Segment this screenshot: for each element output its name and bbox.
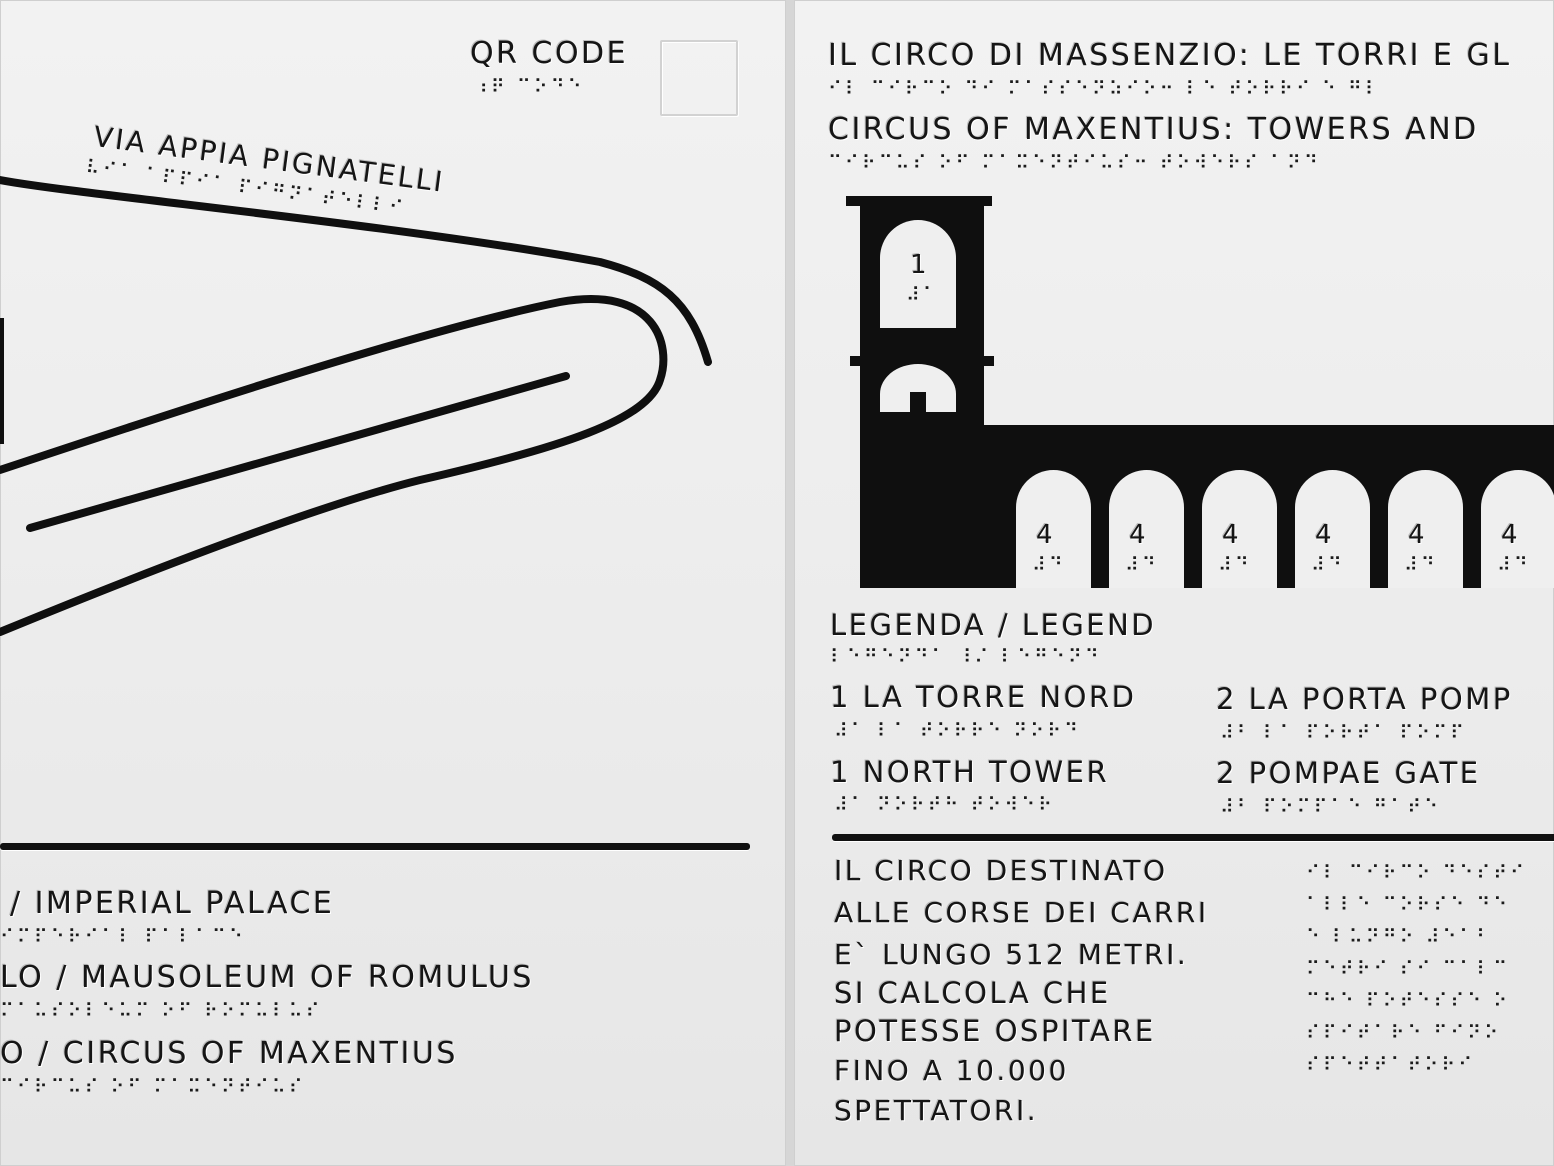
arch-number-braille: ⠼⠙ (1218, 554, 1252, 576)
legend-en-1-braille: ⠼⠁ ⠝⠕⠗⠞⠓ ⠞⠕⠺⠑⠗ (834, 794, 1056, 816)
description-braille-line-4: ⠍⠑⠞⠗⠊ ⠎⠊ ⠉⠁⠇⠉ (1306, 958, 1511, 980)
right-divider (832, 834, 1554, 841)
circus-map-diagram (0, 176, 712, 636)
legend-item-circus-braille: ⠉⠊⠗⠉⠥⠎ ⠕⠋ ⠍⠁⠭⠑⠝⠞⠊⠥⠎ (0, 1076, 306, 1098)
arch-number-braille: ⠼⠙ (1497, 554, 1531, 576)
arch-opening (1016, 470, 1091, 588)
description-line-7: SPETTATORI. (834, 1094, 1039, 1127)
qr-code-braille: ⠰⠟ ⠉⠕⠙⠑ (474, 76, 585, 98)
legend-en-2-braille: ⠼⠃ ⠏⠕⠍⠏⠁⠑ ⠛⠁⠞⠑ (1220, 796, 1442, 818)
arch-number-braille: ⠼⠙ (1311, 554, 1345, 576)
arch-number-braille: ⠼⠙ (1032, 554, 1066, 576)
tower-ledge (886, 412, 958, 416)
tower-number-braille: ⠼⠁ (906, 284, 940, 306)
legend-item-mausoleum-braille: ⠍⠁⠥⠎⠕⠇⠑⠥⠍ ⠕⠋ ⠗⠕⠍⠥⠇⠥⠎ (0, 1000, 323, 1022)
arch-number-label: 4 (1315, 520, 1332, 550)
legend-it-2-braille: ⠼⠃ ⠇⠁ ⠏⠕⠗⠞⠁ ⠏⠕⠍⠏ (1220, 722, 1468, 744)
tower-door-niche (880, 364, 956, 412)
map-edge-structure (0, 318, 4, 444)
legend-item-imperial-palace-braille: ⠊⠍⠏⠑⠗⠊⠁⠇ ⠏⠁⠇⠁⠉⠑ (0, 926, 246, 948)
map-panel: QR CODE ⠰⠟ ⠉⠕⠙⠑ VIA APPIA PIGNATELLI ⠧⠊⠁… (0, 0, 786, 1166)
spina-line (26, 372, 570, 532)
description-braille-line-5: ⠉⠓⠑ ⠏⠕⠞⠑⠎⠎⠑ ⠕ (1306, 990, 1511, 1012)
tower-window (880, 220, 956, 328)
legend-it-1-braille: ⠼⠁ ⠇⠁ ⠞⠕⠗⠗⠑ ⠝⠕⠗⠙ (834, 720, 1082, 742)
arch-opening (1295, 470, 1370, 588)
legend-en-2: 2 POMPAE GATE (1216, 756, 1481, 790)
title-english-braille: ⠉⠊⠗⠉⠥⠎ ⠕⠋ ⠍⠁⠭⠑⠝⠞⠊⠥⠎⠒ ⠞⠕⠺⠑⠗⠎ ⠁⠝⠙ (828, 152, 1321, 174)
arch-opening (1481, 470, 1554, 588)
legend-item-circus: O / CIRCUS OF MAXENTIUS (0, 1036, 458, 1071)
description-line-5: POTESSE OSPITARE (834, 1014, 1156, 1048)
arcade-arches (1016, 470, 1554, 588)
arch-number-braille: ⠼⠙ (1125, 554, 1159, 576)
description-line-1: IL CIRCO DESTINATO (834, 854, 1168, 887)
arch-opening (1388, 470, 1463, 588)
description-braille-line-6: ⠎⠏⠊⠞⠁⠗⠑ ⠋⠊⠝⠕ (1306, 1022, 1502, 1044)
description-line-4: SI CALCOLA CHE (834, 976, 1111, 1010)
towers-panel: IL CIRCO DI MASSENZIO: LE TORRI E GL ⠊⠇ … (794, 0, 1554, 1166)
arch-number-braille: ⠼⠙ (1404, 554, 1438, 576)
description-braille-line-7: ⠎⠏⠑⠞⠞⠁⠞⠕⠗⠊ (1306, 1054, 1476, 1076)
tower-step (910, 392, 926, 412)
arch-number-label: 4 (1408, 520, 1425, 550)
title-italian-braille: ⠊⠇ ⠉⠊⠗⠉⠕ ⠙⠊ ⠍⠁⠎⠎⠑⠝⠵⠊⠕⠒ ⠇⠑ ⠞⠕⠗⠗⠊ ⠑ ⠛⠇ (828, 78, 1382, 100)
qr-code-label: QR CODE (470, 36, 629, 71)
description-braille-line-2: ⠁⠇⠇⠑ ⠉⠕⠗⠎⠑ ⠙⠑ (1306, 894, 1511, 916)
title-english: CIRCUS OF MAXENTIUS: TOWERS AND (828, 112, 1479, 147)
outer-boundary-line (0, 176, 712, 366)
title-italian: IL CIRCO DI MASSENZIO: LE TORRI E GL (828, 38, 1512, 73)
arch-number-label: 4 (1222, 520, 1239, 550)
description-braille-line-1: ⠊⠇ ⠉⠊⠗⠉⠕ ⠙⠑⠎⠞⠊ (1306, 862, 1528, 884)
tower-number-label: 1 (910, 250, 927, 280)
description-braille-line-3: ⠑ ⠇⠥⠝⠛⠕ ⠼⠑⠁⠃ (1306, 926, 1494, 948)
description-line-6: FINO A 10.000 (834, 1054, 1069, 1087)
legend-it-1: 1 LA TORRE NORD (830, 680, 1137, 714)
left-divider (0, 843, 750, 850)
arch-number-label: 4 (1129, 520, 1146, 550)
description-line-2: ALLE CORSE DEI CARRI (834, 896, 1209, 929)
tower-arcade-diagram (846, 196, 1554, 588)
legend-item-imperial-palace: / IMPERIAL PALACE (10, 886, 335, 921)
legend-item-mausoleum: LO / MAUSOLEUM OF ROMULUS (0, 960, 534, 995)
legend-en-1: 1 NORTH TOWER (830, 755, 1110, 789)
description-line-3: E` LUNGO 512 METRI. (834, 938, 1189, 971)
legend-it-2: 2 LA PORTA POMP (1216, 682, 1513, 716)
legend-title-braille: ⠇⠑⠛⠑⠝⠙⠁ ⠸⠌ ⠇⠑⠛⠑⠝⠙ (830, 646, 1102, 668)
circus-track-outline (0, 295, 668, 636)
legend-title: LEGENDA / LEGEND (830, 608, 1157, 642)
arch-number-label: 4 (1036, 520, 1053, 550)
qr-code-placeholder[interactable] (660, 40, 738, 116)
arch-opening (1202, 470, 1277, 588)
arch-number-label: 4 (1501, 520, 1518, 550)
arch-opening (1109, 470, 1184, 588)
